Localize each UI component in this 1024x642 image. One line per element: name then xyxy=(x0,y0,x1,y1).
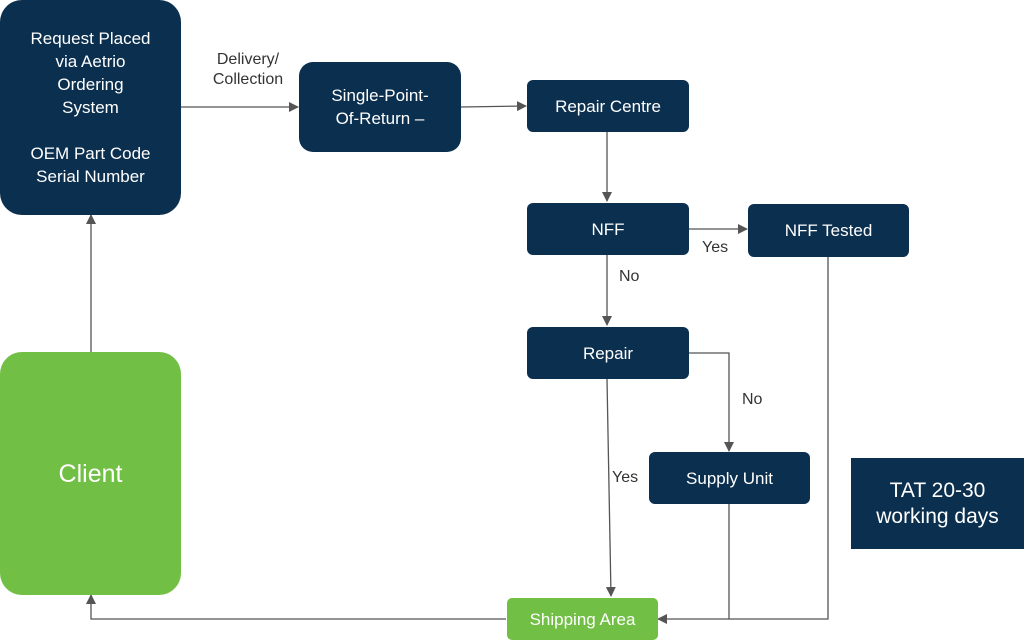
shipping-area-node: Shipping Area xyxy=(507,598,658,640)
delivery-label-line-2: Collection xyxy=(212,71,284,88)
supply-unit-label: Supply Unit xyxy=(686,468,773,488)
repair-label: Repair xyxy=(582,343,634,363)
edge-repair-to-supply-unit xyxy=(689,352,734,452)
edge-shipping-area-to-client xyxy=(86,594,506,620)
supply-unit-node: Supply Unit xyxy=(649,452,810,504)
repair-centre-node: Repair Centre xyxy=(527,80,689,132)
delivery-collection-label: Delivery/ Collection xyxy=(200,50,296,90)
repair-yes-label: Yes xyxy=(612,469,639,486)
client-label: Client xyxy=(58,459,123,488)
repair-node: Repair xyxy=(527,327,689,379)
edge-nff-tested-to-shipping-area xyxy=(729,257,829,620)
single-point-of-return-node: Single-Point- Of-Return – xyxy=(299,62,461,152)
request-line-6: Serial Number xyxy=(36,167,145,186)
tat-box: TAT 20-30 working days xyxy=(851,458,1024,549)
nff-label: NFF xyxy=(591,219,625,239)
edge-repair-to-shipping-area xyxy=(605,378,616,597)
request-line-5: OEM Part Code xyxy=(30,144,151,163)
single-point-line-2: Of-Return – xyxy=(335,109,425,128)
nff-tested-label: NFF Tested xyxy=(784,221,873,240)
tat-line-1: TAT 20-30 xyxy=(889,478,986,502)
edge-supply-unit-to-shipping-area xyxy=(657,504,730,624)
delivery-label-line-1: Delivery/ xyxy=(216,51,280,68)
request-line-3: Ordering xyxy=(57,75,124,94)
client-node: Client xyxy=(0,352,181,595)
single-point-line-1: Single-Point- xyxy=(331,86,429,105)
nff-tested-node: NFF Tested xyxy=(748,204,909,257)
shipping-area-label: Shipping Area xyxy=(529,609,636,629)
repair-centre-label: Repair Centre xyxy=(555,96,661,116)
edge-single-point-to-repair-centre xyxy=(460,101,527,112)
repair-no-label: No xyxy=(742,391,763,408)
request-placed-node: Request Placed via Aetrio Ordering Syste… xyxy=(0,0,181,215)
nff-node: NFF xyxy=(527,203,689,255)
tat-line-2: working days xyxy=(876,504,999,528)
request-line-1: Request Placed xyxy=(30,29,151,48)
request-line-4: System xyxy=(62,98,119,117)
request-line-2: via Aetrio xyxy=(55,52,126,71)
nff-no-label: No xyxy=(619,268,640,285)
nff-yes-label: Yes xyxy=(702,239,729,256)
